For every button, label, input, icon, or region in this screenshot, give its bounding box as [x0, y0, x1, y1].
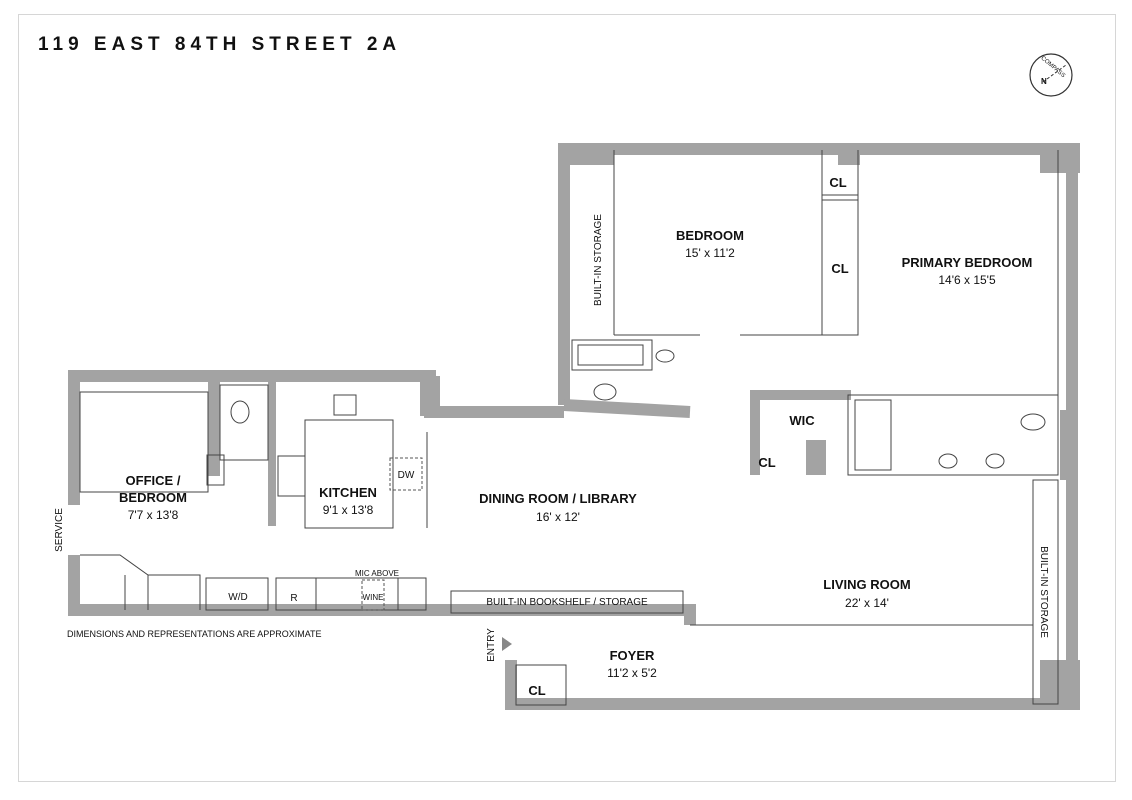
builtin-storage-label: BUILT-IN STORAGE	[1038, 546, 1049, 638]
living-dims: 22' x 14'	[845, 596, 889, 610]
kitchen-name: KITCHEN	[319, 485, 377, 500]
walls	[68, 143, 1080, 710]
wic-name: WIC	[789, 413, 815, 428]
mic-above-label: MIC ABOVE	[355, 569, 399, 578]
washer-dryer-label: W/D	[228, 592, 247, 603]
closet-label: CL	[831, 261, 848, 276]
bookshelf-label: BUILT-IN BOOKSHELF / STORAGE	[486, 597, 648, 608]
service-label: SERVICE	[54, 508, 65, 552]
foyer-name: FOYER	[610, 648, 655, 663]
office-name-2: BEDROOM	[119, 490, 187, 505]
office-name: OFFICE /	[126, 473, 181, 488]
primary-bedroom-dims: 14'6 x 15'5	[938, 273, 996, 287]
dining-name: DINING ROOM / LIBRARY	[479, 491, 637, 506]
compass-icon: N COMPASS	[1029, 53, 1073, 97]
disclaimer: DIMENSIONS AND REPRESENTATIONS ARE APPRO…	[67, 629, 322, 639]
office-dims: 7'7 x 13'8	[128, 508, 179, 522]
foyer-dims: 11'2 x 5'2	[607, 666, 657, 680]
entry-label: ENTRY	[486, 628, 497, 662]
builtin-storage-label: BUILT-IN STORAGE	[593, 214, 604, 306]
bedroom-name: BEDROOM	[676, 228, 744, 243]
page-frame	[18, 14, 1116, 782]
interior-lines	[79, 150, 1059, 706]
living-name: LIVING ROOM	[823, 577, 910, 592]
primary-bedroom-name: PRIMARY BEDROOM	[902, 255, 1033, 270]
closet-label: CL	[528, 683, 545, 698]
dining-dims: 16' x 12'	[536, 510, 580, 524]
compass-north: N	[1041, 77, 1047, 86]
wine-label: WINE	[363, 593, 384, 602]
kitchen-dims: 9'1 x 13'8	[323, 503, 374, 517]
listing-title: 119 EAST 84TH STREET 2A	[38, 34, 402, 55]
closet-label: CL	[829, 175, 846, 190]
refrigerator-label: R	[290, 593, 297, 604]
entry-arrow-icon	[502, 637, 512, 651]
closet-label: CL	[758, 455, 775, 470]
bedroom-dims: 15' x 11'2	[685, 246, 735, 260]
dishwasher-label: DW	[398, 470, 415, 481]
